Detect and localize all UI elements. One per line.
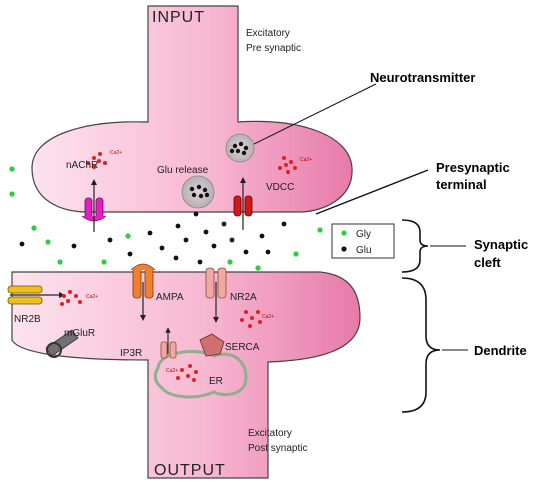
er-label: ER — [209, 376, 223, 387]
legend: Gly Glu — [331, 223, 395, 259]
postsynaptic-membrane — [11, 271, 361, 479]
neurotransmitter-pointer — [253, 83, 377, 145]
pre-type-line2: Pre synaptic — [246, 43, 301, 54]
nr2a-label: NR2A — [230, 292, 257, 303]
cleft-glycine — [9, 166, 323, 271]
nr2b-receptor — [7, 285, 65, 305]
legend-glu-label: Glu — [356, 245, 372, 256]
vdcc-label: VDCC — [266, 182, 294, 193]
dendrite-label: Dendrite — [474, 343, 527, 358]
calcium-cluster-post-right — [240, 310, 262, 328]
nr2b-label: NR2B — [14, 314, 41, 325]
cleft-glutamate — [19, 211, 287, 265]
ip3r-channel — [160, 327, 177, 359]
calcium-label-post-left: Ca2+ — [86, 294, 98, 300]
serca-label: SERCA — [225, 342, 260, 353]
vesicle-upper — [225, 133, 255, 163]
legend-glu-swatch — [341, 246, 347, 252]
synaptic-cleft-label-1: Synaptic — [474, 237, 528, 252]
presynaptic-pointer — [315, 169, 429, 215]
calcium-cluster-er — [176, 364, 198, 382]
pre-type-line1: Excitatory — [246, 28, 290, 39]
input-title: INPUT — [152, 9, 205, 26]
calcium-label-pre-left: Ca2+ — [110, 150, 122, 156]
calcium-cluster-post-left — [60, 290, 82, 306]
vdcc-channel — [233, 177, 253, 230]
nr2a-receptor — [205, 267, 227, 323]
mglur-label: mGluR — [64, 328, 95, 339]
glu-release-label: Glu release — [157, 165, 209, 176]
cleft-brace — [401, 219, 429, 273]
legend-gly-label: Gly — [356, 229, 371, 240]
calcium-cluster-pre-right — [278, 156, 297, 174]
presynaptic-label-2: terminal — [436, 177, 487, 192]
nachr-channel — [81, 179, 107, 232]
calcium-label-post-right: Ca2+ — [262, 314, 274, 320]
vesicle-lower — [181, 175, 215, 209]
legend-gly-swatch — [341, 230, 347, 236]
ip3r-label: IP3R — [120, 348, 142, 359]
post-type-line2: Post synaptic — [248, 443, 307, 454]
post-type-line1: Excitatory — [248, 428, 292, 439]
serca-pump — [199, 333, 225, 357]
calcium-label-pre-right: Ca2+ — [300, 157, 312, 163]
synaptic-cleft-label-2: cleft — [474, 255, 501, 270]
dendrite-brace — [401, 277, 441, 413]
neurotransmitter-label: Neurotransmitter — [370, 70, 475, 85]
nachr-label: nAChR — [66, 160, 98, 171]
ampa-label: AMPA — [156, 292, 184, 303]
mglur-receptor — [45, 329, 79, 358]
ampa-receptor — [130, 263, 156, 321]
output-title: OUTPUT — [154, 462, 226, 479]
calcium-cluster-pre-left — [86, 152, 107, 169]
presynaptic-label-1: Presynaptic — [436, 160, 510, 175]
presynaptic-membrane — [31, 5, 353, 213]
calcium-label-er: Ca2+ — [166, 368, 178, 374]
